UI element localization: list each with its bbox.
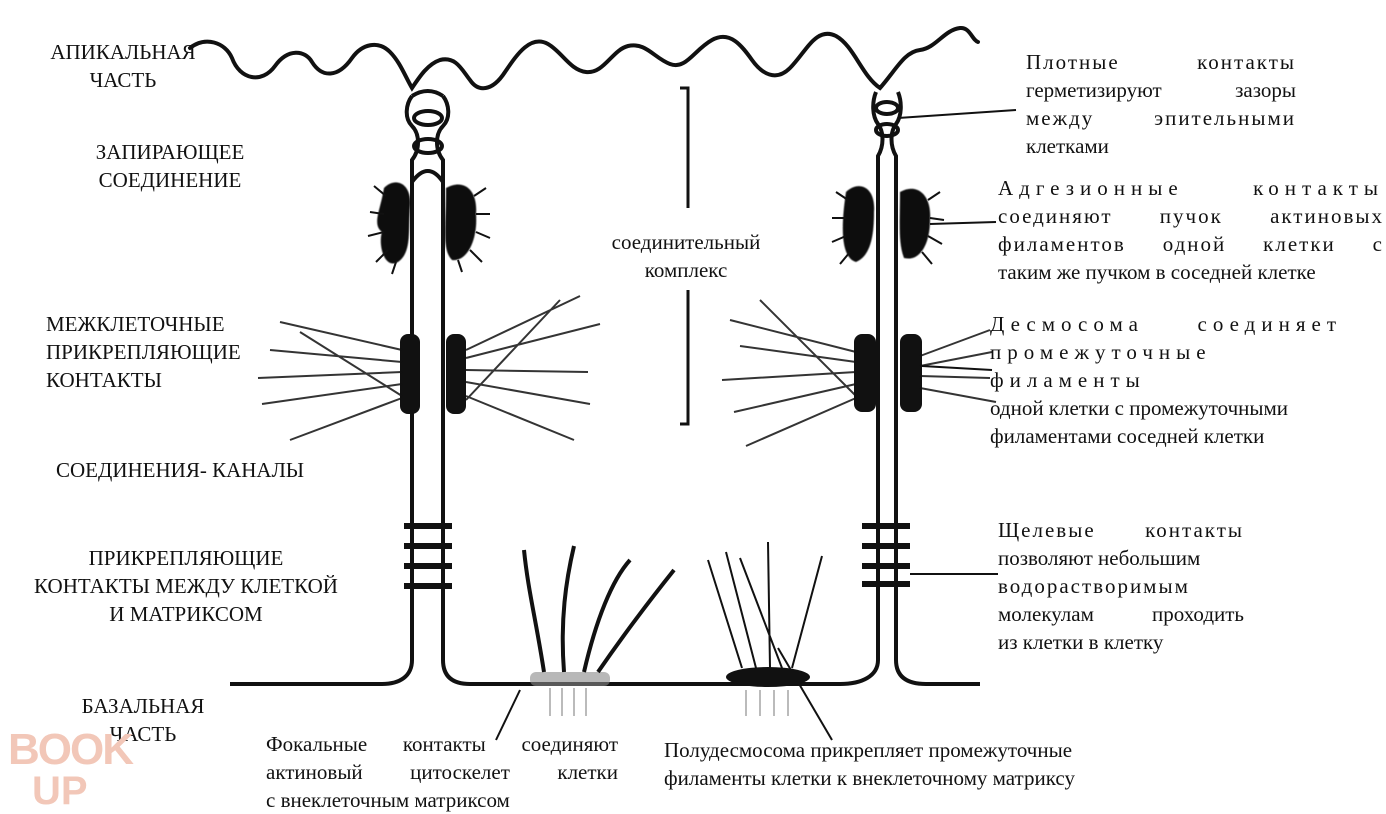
label-adherens-desc-line2: соединяют пучок актиновых [998,204,1384,228]
svg-text:BOOK: BOOK [8,725,134,774]
leader-lines [495,109,1017,741]
complex-bracket [680,86,690,426]
adherens-junction-left-fibers [367,185,491,275]
desmosome-right [854,334,922,412]
label-cell-matrix-line3: И МАТРИКСОМ [109,602,263,626]
label-gap-desc-line5: из клетки в клетку [998,630,1164,654]
label-adherens-desc-line4: таким же пучком в соседней клетке [998,260,1316,284]
adherens-junction-right [842,186,931,262]
label-desmosome-desc: Десмосома соединяет промежуточные филаме… [990,310,1342,450]
label-desmosome-desc-line2: промежуточные [990,340,1212,364]
label-focal-desc-line2: актиновый цитоскелет клетки [266,760,618,784]
label-desmosome-desc-line3: филаменты [990,368,1146,392]
label-cell-matrix-line1: ПРИКРЕПЛЯЮЩИЕ [88,546,284,570]
label-desmosome-desc-line5: филаментами соседней клетки [990,424,1265,448]
label-complex-line1: соединительный [611,230,761,254]
label-tight-desc-line2: герметизируют зазоры [1026,78,1296,102]
label-basal: БАЗАЛЬНАЯ ЧАСТЬ [58,692,228,748]
label-gap-desc-line2: позволяют небольшим [998,546,1201,570]
desmosome-right-filaments [721,299,997,447]
apical-membrane [188,26,980,92]
label-basal-line2: ЧАСТЬ [109,722,177,746]
adherens-junction-left [377,182,477,264]
label-hemidesmosome-desc-line2: филаменты клетки к внеклеточному матрикс… [664,766,1075,790]
label-tight-desc-line3: между эпительными [1026,106,1296,130]
label-tight-line2: СОЕДИНЕНИЕ [98,168,242,192]
desmosome-left [400,334,466,414]
label-anchoring-line3: КОНТАКТЫ [46,368,162,392]
label-gap-desc-line4: молекулам проходить [998,602,1244,626]
label-focal-desc-line3: с внеклеточным матриксом [266,788,510,812]
label-cell-matrix-anchoring: ПРИКРЕПЛЯЮЩИЕ КОНТАКТЫ МЕЖДУ КЛЕТКОЙ И М… [0,544,372,628]
label-focal-desc-line1: Фокальные контакты соединяют [266,732,618,756]
label-apical-line1: АПИКАЛЬНАЯ [50,40,196,64]
hemidesmosome [707,541,823,716]
label-cell-cell-anchoring: МЕЖКЛЕТОЧНЫЕ ПРИКРЕПЛЯЮЩИЕ КОНТАКТЫ [46,310,241,394]
label-apical-line2: ЧАСТЬ [89,68,157,92]
label-tight-desc-line4: клетками [1026,134,1109,158]
label-tight-desc-line1: Плотные контакты [1026,50,1296,74]
label-adherens-desc: Адгезионные контакты соединяют пучок акт… [998,174,1384,286]
basal-membrane [230,640,980,686]
gap-junction-left [404,523,452,589]
label-channel-junctions: СОЕДИНЕНИЯ- КАНАЛЫ [56,458,305,482]
label-hemidesmosome-desc: Полудесмосома прикрепляет промежуточные … [664,736,1075,792]
desmosome-left-filaments [257,295,601,441]
gap-junction-right [862,523,910,587]
label-gap-desc: Щелевые контакты позволяют небольшим вод… [998,516,1244,656]
label-junctional-complex: соединительный комплекс [588,228,784,284]
right-lateral-membrane [871,91,903,640]
label-hemidesmosome-desc-line1: Полудесмосома прикрепляет промежуточные [664,738,1073,762]
label-complex-line2: комплекс [644,258,728,282]
bookup-watermark-logo: BOOK UP [8,725,136,808]
label-gap-desc-line3: водорастворимым [998,574,1190,598]
label-anchoring-line2: ПРИКРЕПЛЯЮЩИЕ [46,340,241,364]
label-basal-line1: БАЗАЛЬНАЯ [81,694,205,718]
label-desmosome-desc-line4: одной клетки с промежуточными [990,396,1288,420]
svg-text:UP: UP [32,769,88,808]
label-adherens-desc-line3: филаментов одной клетки с [998,232,1384,256]
label-focal-desc: Фокальные контакты соединяют актиновый ц… [266,730,618,814]
label-tight-junction: ЗАПИРАЮЩЕЕ СОЕДИНЕНИЕ [60,138,280,194]
left-lateral-membrane [404,89,451,640]
label-tight-line1: ЗАПИРАЮЩЕЕ [95,140,245,164]
label-desmosome-desc-line1: Десмосома соединяет [990,312,1342,336]
label-apical: АПИКАЛЬНАЯ ЧАСТЬ [30,38,216,94]
label-adherens-desc-line1: Адгезионные контакты [998,176,1384,200]
focal-contact [522,545,676,716]
label-cell-matrix-line2: КОНТАКТЫ МЕЖДУ КЛЕТКОЙ [34,574,338,598]
label-tight-desc: Плотные контакты герметизируют зазоры ме… [1026,48,1296,160]
label-gap-desc-line1: Щелевые контакты [998,518,1244,542]
label-anchoring-line1: МЕЖКЛЕТОЧНЫЕ [46,312,225,336]
adherens-junction-right-fibers [831,191,945,265]
